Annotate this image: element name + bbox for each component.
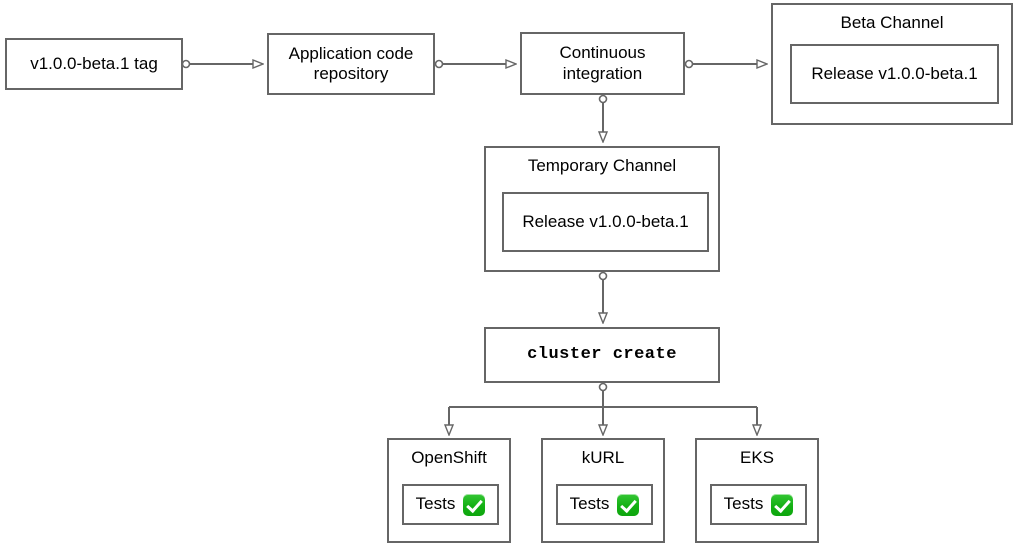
green-check-icon <box>771 493 794 516</box>
node-beta-channel-release[interactable]: Release v1.0.0-beta.1 <box>790 44 999 104</box>
node-temporary-channel-title: Temporary Channel <box>527 156 677 175</box>
green-check-icon <box>463 493 486 516</box>
node-app-code-repository-label-line2: repository <box>313 64 389 83</box>
node-kurl-tests-label: Tests <box>569 494 610 514</box>
node-cluster-create-label: cluster create <box>527 344 677 364</box>
node-continuous-integration-label-line2: integration <box>562 63 643 83</box>
node-app-code-repository-label: Application code repository <box>289 44 414 84</box>
node-beta-channel[interactable]: Beta Channel Release v1.0.0-beta.1 <box>771 3 1013 125</box>
node-openshift-title: OpenShift <box>411 448 487 467</box>
node-eks-tests-label: Tests <box>723 494 764 514</box>
node-beta-channel-title: Beta Channel <box>840 13 944 32</box>
node-eks-tests[interactable]: Tests <box>710 484 807 525</box>
node-continuous-integration[interactable]: Continuous integration <box>520 32 685 95</box>
node-continuous-integration-label: Continuous integration <box>559 43 645 83</box>
node-temporary-channel-release[interactable]: Release v1.0.0-beta.1 <box>502 192 709 252</box>
node-version-tag-label: v1.0.0-beta.1 tag <box>30 53 158 73</box>
node-eks[interactable]: EKS Tests <box>695 438 819 543</box>
node-openshift[interactable]: OpenShift Tests <box>387 438 511 543</box>
node-temporary-channel[interactable]: Temporary Channel Release v1.0.0-beta.1 <box>484 146 720 272</box>
node-beta-channel-release-label: Release v1.0.0-beta.1 <box>811 63 978 83</box>
node-temporary-channel-release-label: Release v1.0.0-beta.1 <box>522 211 689 231</box>
node-kurl-title: kURL <box>581 448 625 467</box>
node-eks-title: EKS <box>739 448 775 467</box>
node-kurl-tests[interactable]: Tests <box>556 484 653 525</box>
node-app-code-repository[interactable]: Application code repository <box>267 33 435 95</box>
node-openshift-tests[interactable]: Tests <box>402 484 499 525</box>
node-app-code-repository-label-line1: Application code <box>288 43 414 63</box>
green-check-icon <box>617 493 640 516</box>
node-continuous-integration-label-line1: Continuous <box>559 43 646 63</box>
node-kurl[interactable]: kURL Tests <box>541 438 665 543</box>
node-version-tag[interactable]: v1.0.0-beta.1 tag <box>5 38 183 90</box>
node-openshift-tests-label: Tests <box>415 494 456 514</box>
node-cluster-create[interactable]: cluster create <box>484 327 720 383</box>
